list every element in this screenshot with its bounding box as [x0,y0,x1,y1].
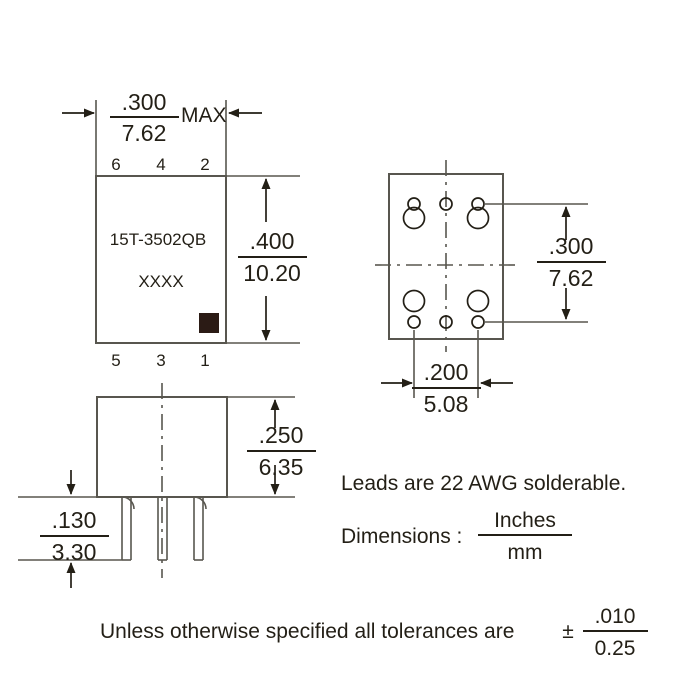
pin-label-4: 4 [156,155,165,174]
top-view-height-inches: .400 [250,228,295,254]
top-view-width-qualifier: MAX [181,104,227,127]
pin-label-1: 1 [200,351,209,370]
pin-1-indicator [199,313,219,333]
footprint-hole-small-bottom-left [407,315,421,329]
footprint-hole-large-top-left [402,206,426,230]
footprint-vpitch-mm: 7.62 [549,265,594,291]
footprint-hole-small-top-left [407,197,421,211]
part-number-marking: 15T-3502QB [110,230,206,249]
pin-label-6: 6 [111,155,120,174]
pin-label-2: 2 [200,155,209,174]
notes-group: Leads are 22 AWG solderable. Dimensions … [100,472,648,660]
side-view-group: .250 6.35 .130 3.30 [18,383,316,588]
note-tolerance-inches: .010 [595,605,636,628]
top-view-group: .300 7.62 MAX 6 4 2 15T-3502QB XXXX 5 3 … [62,89,307,370]
note-leads: Leads are 22 AWG solderable. [341,472,626,495]
side-view-height-mm: 6.35 [259,454,304,480]
side-view-lead-left-fillet [121,496,135,510]
note-tolerance-text: Unless otherwise specified all tolerance… [100,620,514,643]
note-dimensions-denominator: mm [508,541,543,564]
component-body-top-view [95,175,227,344]
footprint-view-group: .300 7.62 .200 5.08 [375,160,606,417]
date-code-marking: XXXX [138,272,183,291]
top-view-width-inches: .300 [122,89,167,115]
side-view-seating-mm: 3.30 [52,539,97,565]
footprint-hpitch-inches: .200 [424,359,469,385]
footprint-hole-small-bottom-right [471,315,485,329]
footprint-vpitch-inches: .300 [549,233,594,259]
note-tolerance-mm: 0.25 [595,637,636,660]
footprint-hole-large-bottom-right [466,289,490,313]
footprint-hpitch-mm: 5.08 [424,391,469,417]
side-view-lead-right-fillet [193,496,207,510]
pin-label-5: 5 [111,351,120,370]
note-dimensions-numerator: Inches [494,509,556,532]
side-view-height-inches: .250 [259,422,304,448]
pin-label-3: 3 [156,351,165,370]
footprint-hole-large-bottom-left [402,289,426,313]
footprint-hole-small-top-center [439,197,453,211]
note-tolerance-symbol: ± [562,620,574,643]
side-view-seating-inches: .130 [52,507,97,533]
footprint-hole-small-bottom-center [439,315,453,329]
note-dimensions-label: Dimensions : [341,525,462,548]
top-view-width-mm: 7.62 [122,120,167,146]
footprint-hole-large-top-right [466,206,490,230]
top-view-height-mm: 10.20 [243,260,301,286]
